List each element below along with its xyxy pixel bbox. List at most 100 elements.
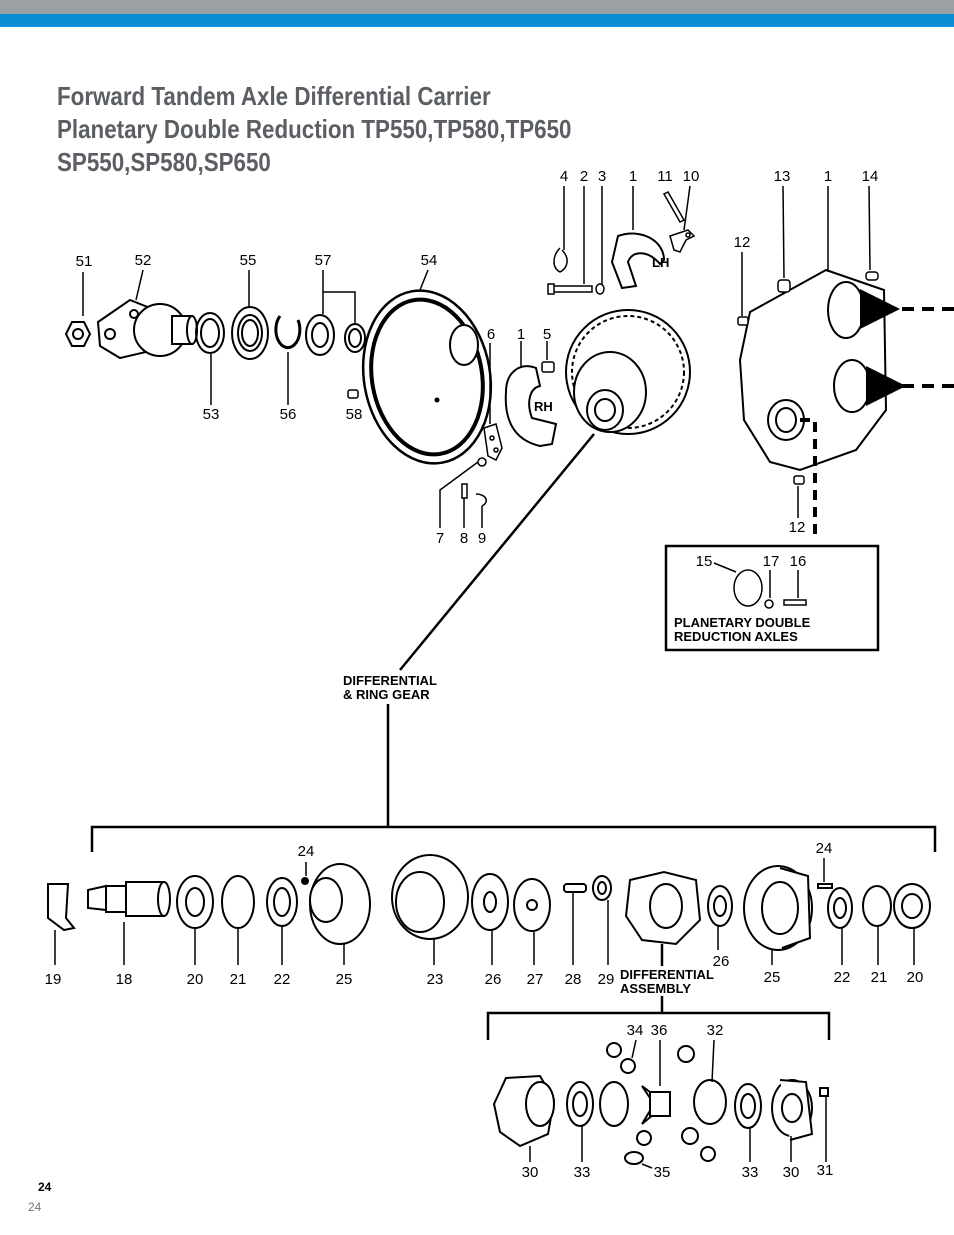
part-52-yoke <box>96 298 198 360</box>
part-24-pin-b <box>817 883 833 889</box>
part-number: 3 <box>598 168 606 185</box>
part-36-spider <box>641 1085 671 1125</box>
part-31-bolt <box>819 1087 829 1097</box>
part-number: 12 <box>789 519 806 536</box>
part-34-gear-top <box>606 1042 622 1058</box>
part-number: 54 <box>421 252 438 269</box>
leader-lines-bottom <box>529 1039 827 1169</box>
part-21-cup <box>221 875 255 929</box>
part-number: 33 <box>574 1164 591 1181</box>
part-33-washer-b <box>734 1083 762 1129</box>
side-gear-b <box>693 1079 727 1125</box>
part-20-cone <box>176 875 214 929</box>
part-number: 8 <box>460 530 468 547</box>
diff-ring-gear-label-2: & RING GEAR <box>343 687 430 702</box>
part-55-seal <box>231 306 269 360</box>
footer-page-number: 24 <box>28 1200 42 1214</box>
part-number: 58 <box>346 406 363 423</box>
part-30-case-b <box>771 1079 814 1141</box>
part-number: 21 <box>871 969 888 986</box>
part-number: 1 <box>824 168 832 185</box>
part-number: 55 <box>240 252 257 269</box>
part-number: 34 <box>627 1022 644 1039</box>
part-11-pin <box>662 191 686 223</box>
part-number: 4 <box>560 168 568 185</box>
part-29-gear <box>592 875 612 901</box>
inset-label-line1: PLANETARY DOUBLE <box>674 615 811 630</box>
part-28-pin <box>563 883 587 893</box>
part-number: 57 <box>315 252 332 269</box>
part-58-plug <box>347 389 359 399</box>
part-number: 33 <box>742 1164 759 1181</box>
part-number: 25 <box>764 969 781 986</box>
part-number: 13 <box>774 168 791 185</box>
part-number: 21 <box>230 971 247 988</box>
part-26-washer-a <box>471 873 509 931</box>
part-19-lock <box>47 883 76 932</box>
part-number: 52 <box>135 252 152 269</box>
part-number: 15 <box>696 553 713 570</box>
part-number: 51 <box>76 253 93 270</box>
part-3-washer <box>595 283 605 295</box>
part-number: 25 <box>336 971 353 988</box>
part-number: 5 <box>543 326 551 343</box>
part-number: 1 <box>629 168 637 185</box>
part-34-gear-b <box>620 1058 636 1074</box>
part-number: 10 <box>683 168 700 185</box>
leader-lines-middle <box>54 858 915 965</box>
part-number: 24 <box>298 843 315 860</box>
part-6-lock <box>483 423 503 462</box>
lh-label: LH <box>652 255 669 270</box>
part-24-dot-a <box>301 877 309 885</box>
part-number: 32 <box>707 1022 724 1039</box>
leader-lines-top <box>82 185 871 528</box>
part-54-cover <box>361 289 493 465</box>
part-number: 6 <box>487 326 495 343</box>
part-number: 11 <box>657 168 673 185</box>
part-number: 26 <box>713 953 730 970</box>
part-number: 56 <box>280 406 297 423</box>
part-number: 2 <box>580 168 588 185</box>
part-12-plugs <box>737 316 805 485</box>
part-23-ring-gear <box>391 854 469 940</box>
page-number: 24 <box>38 1180 52 1194</box>
part-53-washer <box>195 312 225 354</box>
part-number: 30 <box>783 1164 800 1181</box>
part-32-gear-b <box>681 1127 699 1145</box>
part-number: 16 <box>790 553 807 570</box>
part-number: 22 <box>274 971 291 988</box>
part-number: 12 <box>734 234 751 251</box>
part-number: 17 <box>763 553 780 570</box>
part-number: 23 <box>427 971 444 988</box>
part-25-case-a <box>309 863 371 945</box>
part-56-snap-ring <box>274 315 302 350</box>
part-number: 36 <box>651 1022 668 1039</box>
part-number: 27 <box>527 971 544 988</box>
title-line-2: Planetary Double Reduction TP550,TP580,T… <box>57 114 572 144</box>
part-number: 9 <box>478 530 486 547</box>
title-line-3: SP550,SP580,SP650 <box>57 147 271 177</box>
part-32-gear-c <box>700 1146 716 1162</box>
carrier-housing <box>738 268 888 472</box>
part-number: 30 <box>522 1164 539 1181</box>
part-14-plug <box>865 271 879 281</box>
part-27-plate <box>513 878 551 932</box>
inset-box-planetary <box>664 544 880 652</box>
part-1-lh-cap <box>610 232 666 290</box>
differential-assembly-case <box>624 870 702 946</box>
part-number: 35 <box>654 1164 671 1181</box>
inset-label-line2: REDUCTION AXLES <box>674 629 798 644</box>
part-number: 20 <box>187 971 204 988</box>
part-1-rh-cap <box>504 365 558 448</box>
part-32-gear-top <box>677 1045 695 1063</box>
differential-ring-gear-assembly <box>565 309 691 435</box>
diff-assembly-label-2: ASSEMBLY <box>620 981 691 996</box>
part-57-bearing <box>305 314 366 356</box>
diff-assembly-label-1: DIFFERENTIAL <box>620 967 714 982</box>
part-2-bolt <box>547 283 593 295</box>
header-blue-bar <box>0 14 954 27</box>
part-number: 18 <box>116 971 133 988</box>
page-title: Forward Tandem Axle Differential Carrier… <box>57 80 571 179</box>
part-34-gear-c <box>636 1130 652 1146</box>
